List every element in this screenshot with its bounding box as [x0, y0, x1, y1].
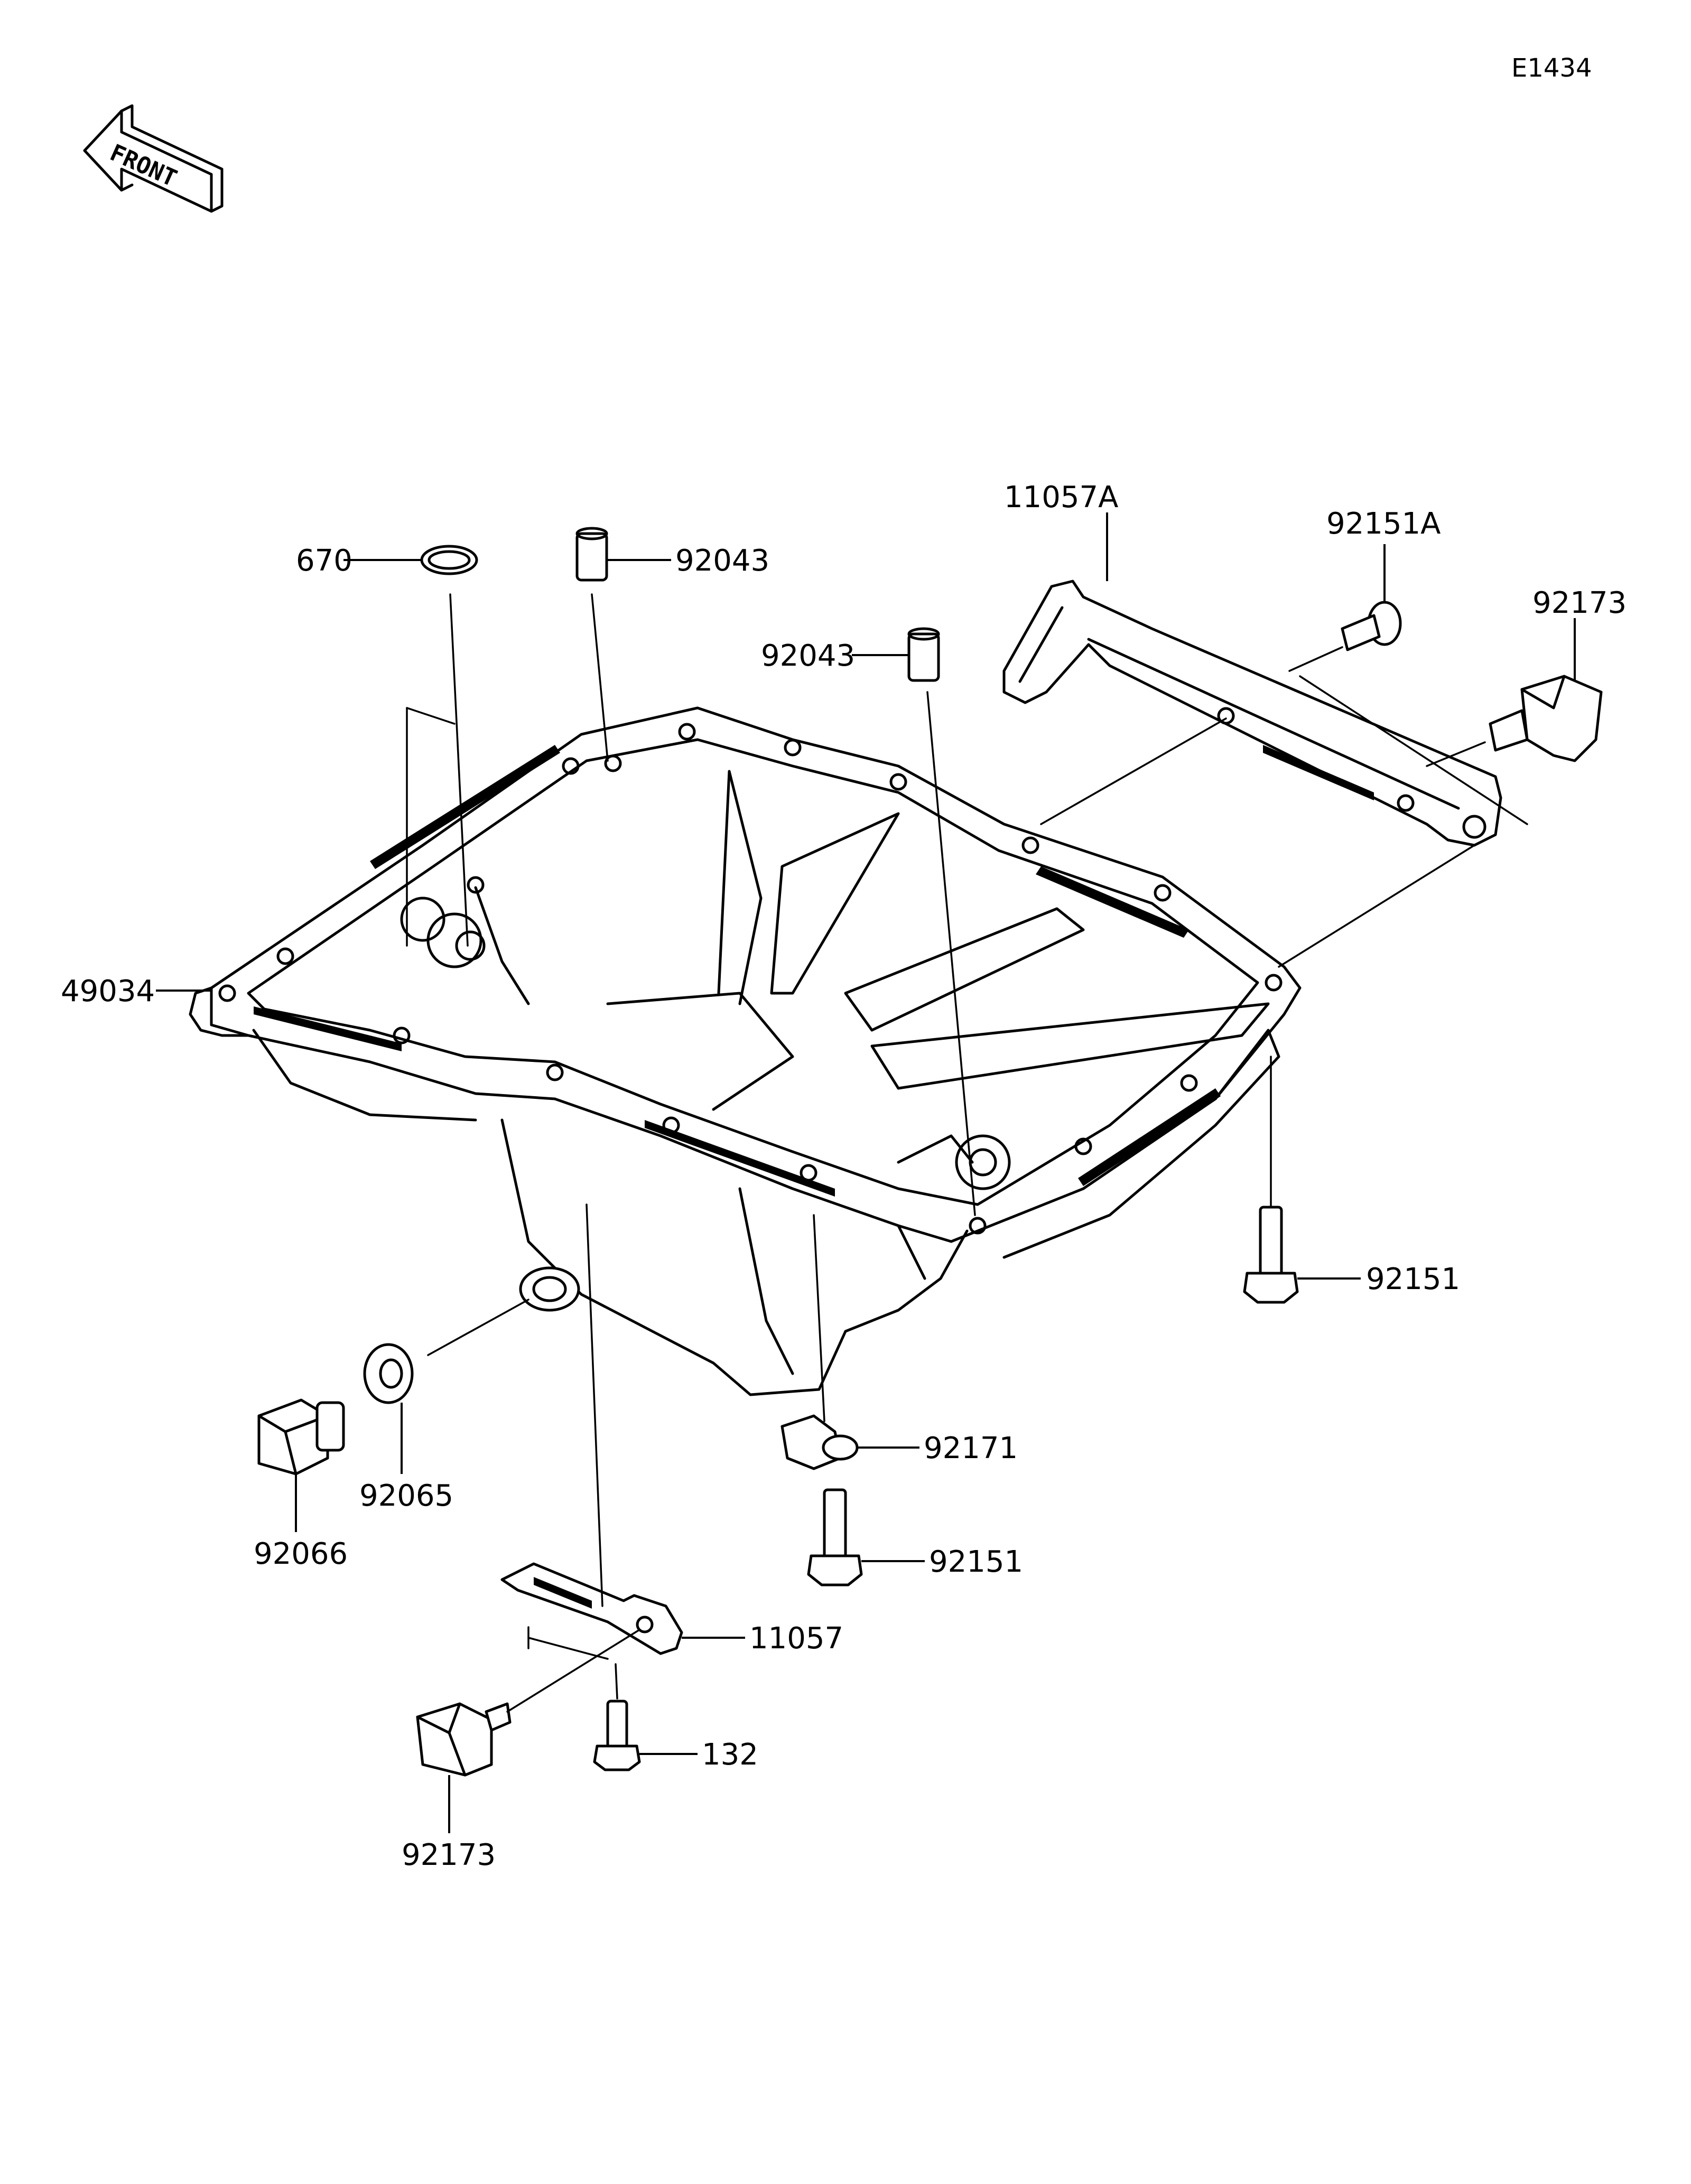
callout-92066: 92066	[254, 1537, 348, 1571]
o-ring-670	[420, 545, 478, 575]
callout-92171: 92171	[924, 1431, 1018, 1466]
callout-92151-right: 92151	[1366, 1262, 1460, 1296]
bolt-92151-mid	[807, 1488, 863, 1586]
callout-92065: 92065	[359, 1479, 453, 1513]
callout-92151a: 92151A	[1326, 507, 1441, 541]
callout-11057a: 11057A	[1004, 480, 1118, 515]
diagram-code: E1434	[1511, 53, 1592, 83]
oil-pan	[189, 706, 1302, 1396]
bolt-92151-right	[1243, 1206, 1299, 1304]
callout-92043-a: 92043	[675, 544, 769, 578]
callout-49034: 49034	[61, 974, 155, 1009]
callout-670: 670	[296, 544, 352, 578]
sensor-92173-top	[1489, 675, 1603, 762]
flange-bolt-holes	[218, 723, 1283, 1235]
callout-92173-top: 92173	[1532, 586, 1627, 620]
washer-92065	[363, 1343, 414, 1404]
front-arrow-icon: FRONT	[83, 104, 224, 213]
dowel-pin-92043-a	[575, 527, 608, 582]
clamp-92171	[781, 1414, 859, 1470]
drain-plug-92066	[257, 1398, 345, 1476]
bolt-132	[593, 1700, 641, 1771]
callout-132: 132	[702, 1738, 758, 1772]
callout-11057: 11057	[749, 1621, 843, 1656]
bracket-11057a	[1002, 580, 1502, 847]
callout-92173-bottom: 92173	[402, 1838, 496, 1872]
sensor-92173-bottom	[416, 1702, 512, 1777]
dowel-pin-92043-b	[907, 627, 940, 682]
callout-92151-mid: 92151	[929, 1545, 1023, 1579]
callout-92043-b: 92043	[761, 639, 855, 673]
bolt-92151a	[1341, 601, 1402, 651]
